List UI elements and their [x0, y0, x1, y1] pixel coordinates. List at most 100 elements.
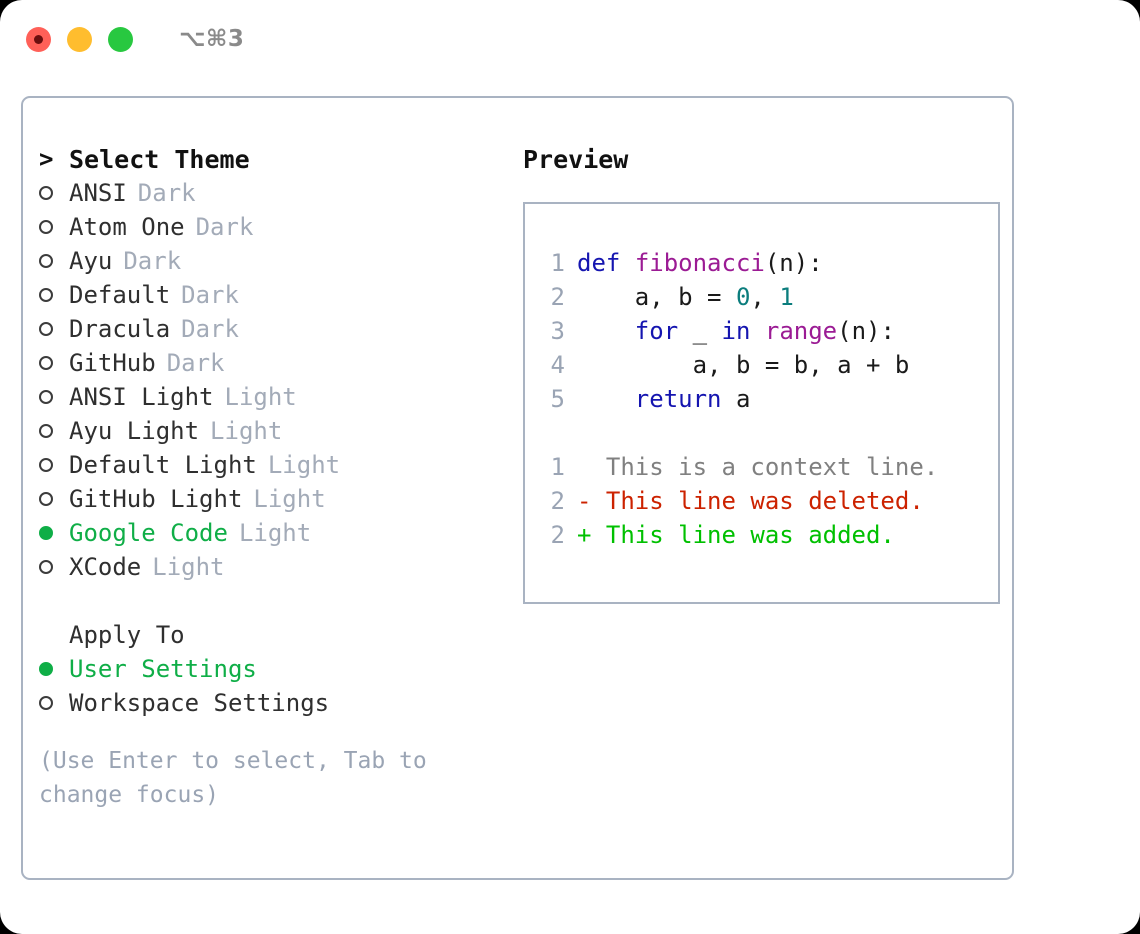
radio-slot — [39, 390, 69, 404]
theme-option-label: Dracula — [69, 315, 171, 343]
token-ctx: This is a context line. — [577, 453, 939, 481]
apply-to-option-workspace-settings[interactable]: Workspace Settings — [39, 686, 507, 720]
caret-icon: > — [39, 145, 54, 173]
diff-preview-block: 1 This is a context line.2- This line wa… — [543, 450, 998, 552]
diff-line: 1 This is a context line. — [543, 450, 998, 484]
radio-unselected-icon[interactable] — [39, 356, 53, 370]
radio-slot — [39, 186, 69, 200]
diff-line: 2- This line was deleted. — [543, 484, 998, 518]
theme-option-default[interactable]: Default Dark — [39, 278, 507, 312]
theme-option-label: GitHub Light — [69, 485, 243, 513]
radio-selected-icon[interactable] — [39, 662, 53, 676]
line-number: 2 — [550, 283, 565, 311]
radio-unselected-icon[interactable] — [39, 390, 53, 404]
apply-to-option-user-settings[interactable]: User Settings — [39, 652, 507, 686]
token-pln: a, b = — [577, 283, 736, 311]
line-content: a, b = 0, 1 — [577, 283, 794, 311]
theme-option-category: Light — [152, 553, 225, 581]
apply-to-option-label: User Settings — [69, 655, 257, 683]
code-line: 3 for _ in range(n): — [543, 314, 998, 348]
radio-slot — [39, 322, 69, 336]
theme-option-label: ANSI — [69, 179, 127, 207]
apply-to-heading-row: Apply To — [39, 618, 507, 652]
token-pln — [620, 249, 634, 277]
line-number: 2 — [550, 521, 565, 549]
token-add: + This line was added. — [577, 521, 895, 549]
theme-option-label: ANSI Light — [69, 383, 214, 411]
line-number: 5 — [550, 385, 565, 413]
token-kw: def — [577, 249, 621, 277]
radio-slot — [39, 696, 69, 710]
title-bar: ⌥⌘3 — [0, 0, 1140, 78]
theme-option-label: Default Light — [69, 451, 257, 479]
line-content: def fibonacci(n): — [577, 249, 823, 277]
radio-slot — [39, 356, 69, 370]
radio-selected-icon[interactable] — [39, 526, 53, 540]
radio-unselected-icon[interactable] — [39, 424, 53, 438]
theme-option-category: Dark — [181, 281, 239, 309]
theme-option-xcode[interactable]: XCode Light — [39, 550, 507, 584]
radio-unselected-icon[interactable] — [39, 220, 53, 234]
token-kw: for — [634, 317, 679, 345]
theme-option-label: Default — [69, 281, 171, 309]
theme-option-ansi[interactable]: ANSI Dark — [39, 176, 507, 210]
traffic-lights — [26, 26, 133, 52]
line-content: - This line was deleted. — [577, 487, 924, 515]
theme-option-category: Light — [238, 519, 312, 547]
radio-unselected-icon[interactable] — [39, 254, 53, 268]
line-content: return a — [577, 385, 751, 413]
token-pln: , — [750, 283, 780, 311]
line-content: a, b = b, a + b — [577, 351, 910, 379]
radio-unselected-icon[interactable] — [39, 458, 53, 472]
theme-option-category: Dark — [166, 349, 225, 377]
radio-slot — [39, 492, 69, 506]
maximize-button-icon[interactable] — [108, 26, 133, 52]
token-pln: (n): — [837, 317, 895, 345]
line-number: 4 — [550, 351, 565, 379]
radio-unselected-icon[interactable] — [39, 288, 53, 302]
token-pln: a — [721, 385, 751, 413]
line-number: 1 — [550, 249, 565, 277]
radio-unselected-icon[interactable] — [39, 560, 53, 574]
page-title: Select Theme — [69, 144, 250, 174]
code-line: 5 return a — [543, 382, 998, 416]
line-content: + This line was added. — [577, 521, 895, 549]
radio-slot — [39, 662, 69, 676]
code-line: 2 a, b = 0, 1 — [543, 280, 998, 314]
keyboard-hint-text: (Use Enter to select, Tab to change focu… — [39, 748, 427, 808]
theme-option-category: Dark — [123, 247, 182, 275]
radio-unselected-icon[interactable] — [39, 322, 53, 336]
close-button-icon[interactable] — [26, 26, 51, 52]
code-line: 1 def fibonacci(n): — [543, 246, 998, 280]
theme-option-atom-one[interactable]: Atom One Dark — [39, 210, 507, 244]
line-content: for _ in range(n): — [577, 317, 895, 345]
token-pln — [577, 385, 635, 413]
theme-option-label: Atom One — [69, 213, 185, 241]
apply-to-heading: Apply To — [69, 621, 185, 649]
apply-to-option-label: Workspace Settings — [69, 689, 330, 717]
radio-unselected-icon[interactable] — [39, 696, 53, 710]
token-pln: a, b = b, a + b — [577, 351, 910, 379]
radio-unselected-icon[interactable] — [39, 492, 53, 506]
theme-option-category: Dark — [195, 213, 254, 241]
minimize-button-icon[interactable] — [67, 26, 92, 52]
radio-unselected-icon[interactable] — [39, 186, 53, 200]
diff-line: 2 + This line was added. — [543, 518, 998, 552]
theme-option-category: Dark — [137, 179, 196, 207]
theme-option-label: XCode — [69, 553, 142, 581]
